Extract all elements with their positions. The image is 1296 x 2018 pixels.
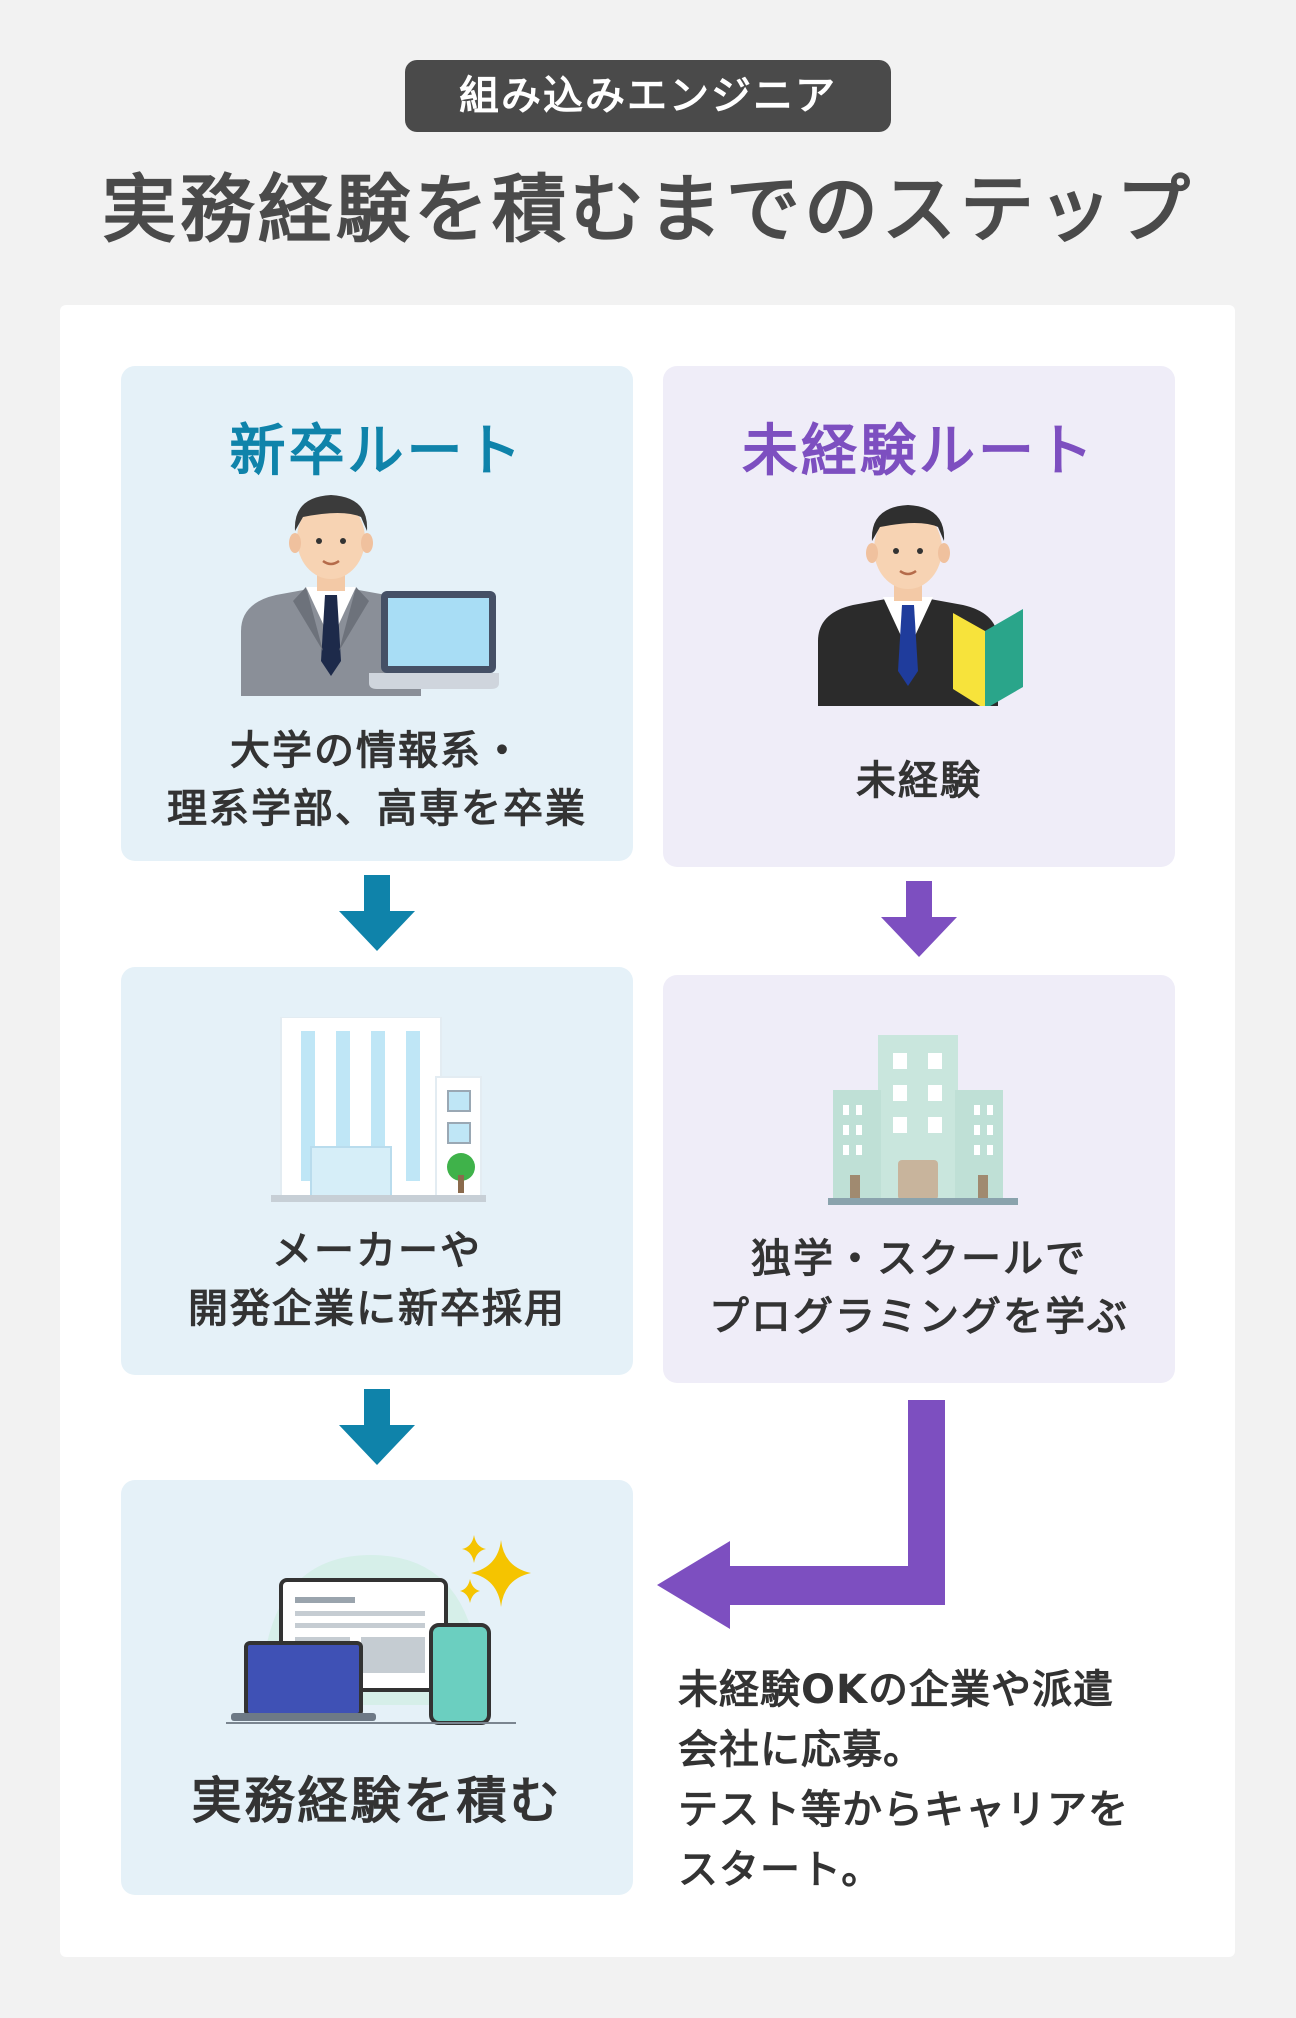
city-building-icon xyxy=(828,1035,1018,1205)
devices-icon xyxy=(226,1555,516,1725)
inexperienced-step1-box: 未経験ルート 未経験 xyxy=(663,366,1175,867)
office-building-icon xyxy=(271,1017,486,1202)
new-grad-step1-box: 新卒ルート 大学の情報系・ 理系学部、高専を卒業 xyxy=(121,366,633,861)
new-grad-route-title: 新卒ルート xyxy=(229,419,525,484)
new-grad-step2-line2: 開発企業に新卒採用 xyxy=(188,1286,566,1332)
goal-box: 実務経験を積む xyxy=(121,1480,633,1895)
note-line: 未経験OKの企業や派遣 xyxy=(678,1667,1114,1713)
category-tag: 組み込みエンジニア xyxy=(405,60,891,132)
inexperienced-step2-line2: プログラミングを学ぶ xyxy=(709,1294,1129,1340)
sparkle-icon xyxy=(460,1535,531,1607)
inexperienced-step2-line1: 独学・スクールで xyxy=(751,1236,1087,1282)
inexperienced-note: 未経験OKの企業や派遣 会社に応募。 テスト等からキャリアを スタート。 xyxy=(678,1660,1198,1900)
note-line: スタート。 xyxy=(678,1847,883,1893)
inexperienced-route-title: 未経験ルート xyxy=(742,419,1096,484)
inexperienced-step2-box: 独学・スクールで プログラミングを学ぶ xyxy=(663,975,1175,1383)
elbow-arrow-icon xyxy=(657,1400,945,1629)
new-grad-step2-box: メーカーや 開発企業に新卒採用 xyxy=(121,967,633,1375)
down-arrow-icon xyxy=(339,1389,415,1465)
page-title: 実務経験を積むまでのステップ xyxy=(102,167,1194,253)
note-line: 会社に応募。 xyxy=(678,1727,924,1773)
note-line: テスト等からキャリアを xyxy=(678,1787,1129,1833)
down-arrow-icon xyxy=(881,881,957,957)
businessman-beginner-mark-icon xyxy=(818,505,1023,706)
inexperienced-step1-text: 未経験 xyxy=(856,758,982,804)
new-grad-step2-line1: メーカーや xyxy=(272,1228,482,1274)
new-grad-step1-line2: 理系学部、高専を卒業 xyxy=(167,786,587,832)
goal-label: 実務経験を積む xyxy=(191,1772,563,1830)
businessman-laptop-icon xyxy=(241,495,499,696)
down-arrow-icon xyxy=(339,875,415,951)
new-grad-step1-line1: 大学の情報系・ xyxy=(230,728,524,774)
